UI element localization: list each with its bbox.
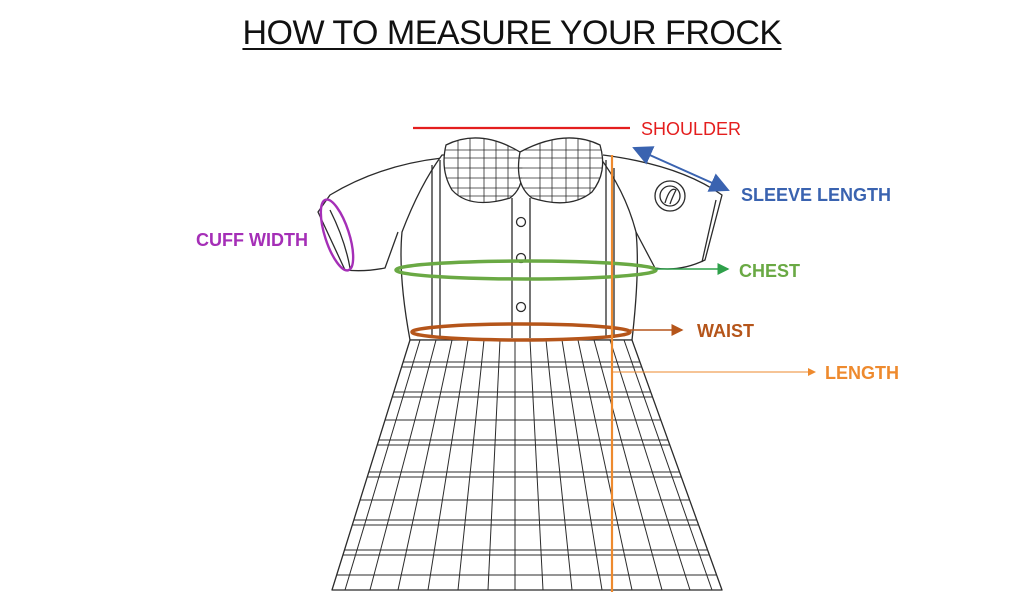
- length-label: LENGTH: [825, 363, 899, 383]
- cuff-width-ellipse: [319, 198, 355, 272]
- sleeve-length-arrow: [632, 146, 730, 192]
- shoulder-label: SHOULDER: [641, 119, 741, 139]
- chest-label: CHEST: [739, 261, 800, 281]
- chest-ellipse: [394, 259, 658, 281]
- crest-icon: [654, 180, 686, 212]
- skirt: [331, 339, 723, 591]
- page-title: HOW TO MEASURE YOUR FROCK: [242, 14, 782, 52]
- left-sleeve: [317, 157, 443, 272]
- waist-label: WAIST: [697, 321, 754, 341]
- frock-illustration: [317, 137, 723, 591]
- cuff-width-label: CUFF WIDTH: [196, 230, 308, 250]
- collar-right: [517, 137, 604, 204]
- collar-left: [443, 137, 524, 204]
- sleeve-length-label: SLEEVE LENGTH: [741, 185, 891, 205]
- button-3: [515, 301, 527, 313]
- button-1: [515, 216, 527, 228]
- waist-ellipse: [410, 322, 632, 342]
